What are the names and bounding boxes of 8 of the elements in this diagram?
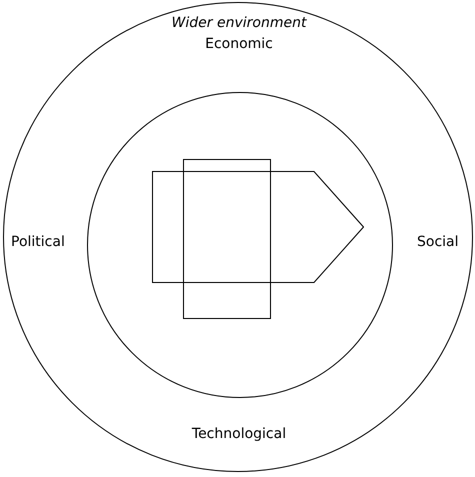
ring-label: Technological [192, 426, 286, 442]
ring-label: Social [417, 234, 459, 250]
ring-label: Economic [205, 36, 273, 52]
inner-circle [87, 92, 393, 398]
outer-circle [3, 2, 473, 472]
rectangle-shape [183, 159, 271, 319]
ring-label: Political [11, 234, 65, 250]
ring-label: Wider environment [172, 15, 306, 31]
